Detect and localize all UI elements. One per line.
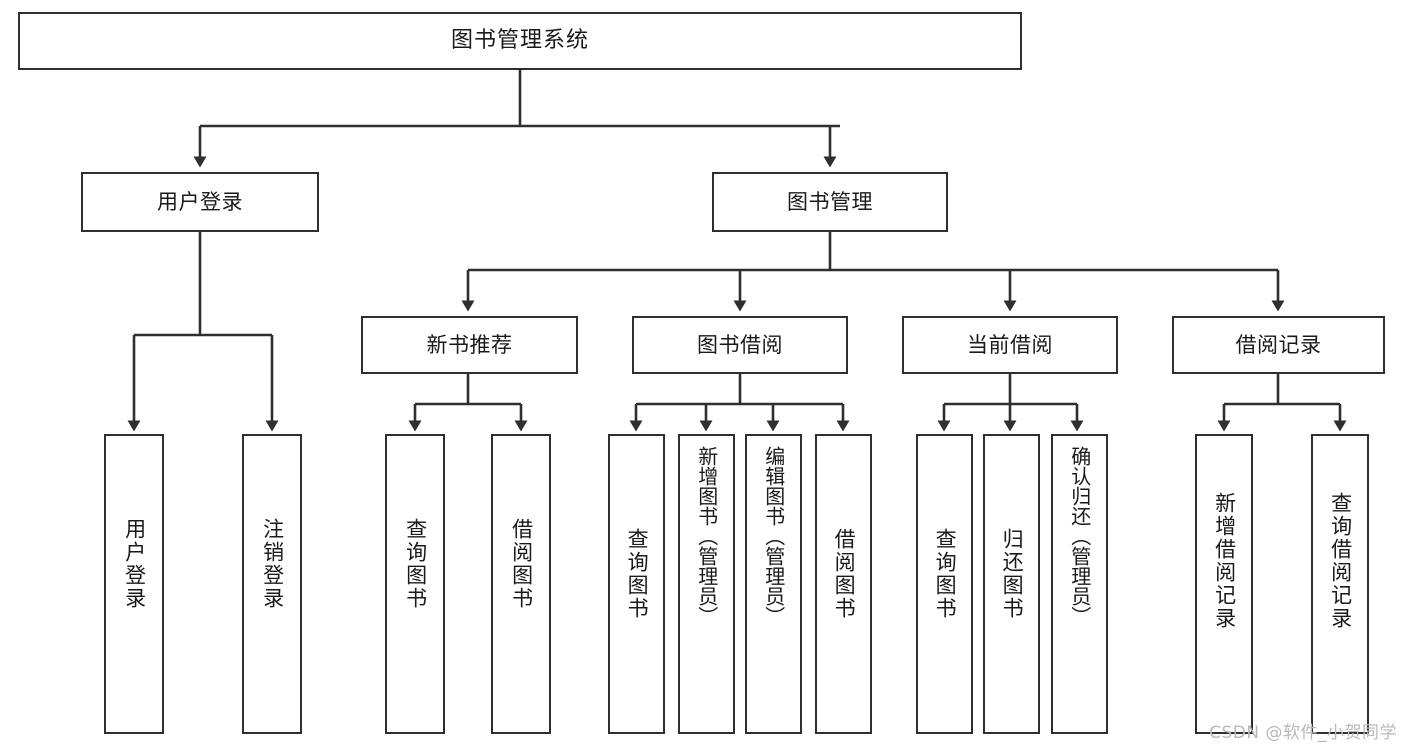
node-label: 借阅图书 xyxy=(832,528,857,620)
node-label: 图书管理 xyxy=(787,189,873,214)
leaf-return-book[interactable]: 归还图书 xyxy=(983,434,1040,734)
leaf-query-borrow-record[interactable]: 查询借阅记录 xyxy=(1311,434,1369,734)
node-root-book-management-system[interactable]: 图书管理系统 xyxy=(18,12,1022,70)
node-label: 新增借阅记录 xyxy=(1212,492,1237,630)
node-current-borrow[interactable]: 当前借阅 xyxy=(902,316,1118,374)
node-label: 查询图书 xyxy=(403,518,428,610)
leaf-add-book-admin[interactable]: 新增图书（管理员） xyxy=(678,434,735,734)
node-label: 图书借阅 xyxy=(697,332,783,357)
leaf-query-book-newbook[interactable]: 查询图书 xyxy=(385,434,445,734)
leaf-add-borrow-record[interactable]: 新增借阅记录 xyxy=(1195,434,1253,734)
leaf-user-login[interactable]: 用户登录 xyxy=(104,434,164,734)
leaf-borrow-book-newbook[interactable]: 借阅图书 xyxy=(491,434,551,734)
node-label: 图书管理系统 xyxy=(450,28,589,54)
node-label: 新增图书（管理员） xyxy=(694,446,719,626)
node-user-login[interactable]: 用户登录 xyxy=(81,172,319,232)
node-label: 借阅记录 xyxy=(1235,332,1322,357)
node-label: 归还图书 xyxy=(1000,528,1025,620)
leaf-query-book-current[interactable]: 查询图书 xyxy=(916,434,973,734)
node-label: 确认归还（管理员） xyxy=(1067,446,1092,626)
node-label: 查询图书 xyxy=(933,528,958,620)
watermark-text: CSDN @软件_小贺同学 xyxy=(1209,723,1397,743)
node-book-management[interactable]: 图书管理 xyxy=(712,172,948,232)
node-label: 新书推荐 xyxy=(426,332,513,357)
node-label: 查询图书 xyxy=(625,528,650,620)
leaf-edit-book-admin[interactable]: 编辑图书（管理员） xyxy=(745,434,802,734)
node-label: 查询借阅记录 xyxy=(1328,492,1353,630)
node-label: 用户登录 xyxy=(157,189,243,214)
leaf-logout[interactable]: 注销登录 xyxy=(242,434,302,734)
node-label: 注销登录 xyxy=(260,518,285,610)
leaf-query-book-borrow[interactable]: 查询图书 xyxy=(608,434,665,734)
node-label: 借阅图书 xyxy=(509,518,534,610)
node-new-book-recommend[interactable]: 新书推荐 xyxy=(361,316,578,374)
node-label: 用户登录 xyxy=(122,518,147,610)
node-label: 当前借阅 xyxy=(967,332,1053,357)
node-book-borrow[interactable]: 图书借阅 xyxy=(632,316,848,374)
leaf-borrow-book-borrow[interactable]: 借阅图书 xyxy=(815,434,872,734)
leaf-confirm-return-admin[interactable]: 确认归还（管理员） xyxy=(1051,434,1108,734)
node-borrow-record[interactable]: 借阅记录 xyxy=(1172,316,1385,374)
node-label: 编辑图书（管理员） xyxy=(761,446,786,626)
